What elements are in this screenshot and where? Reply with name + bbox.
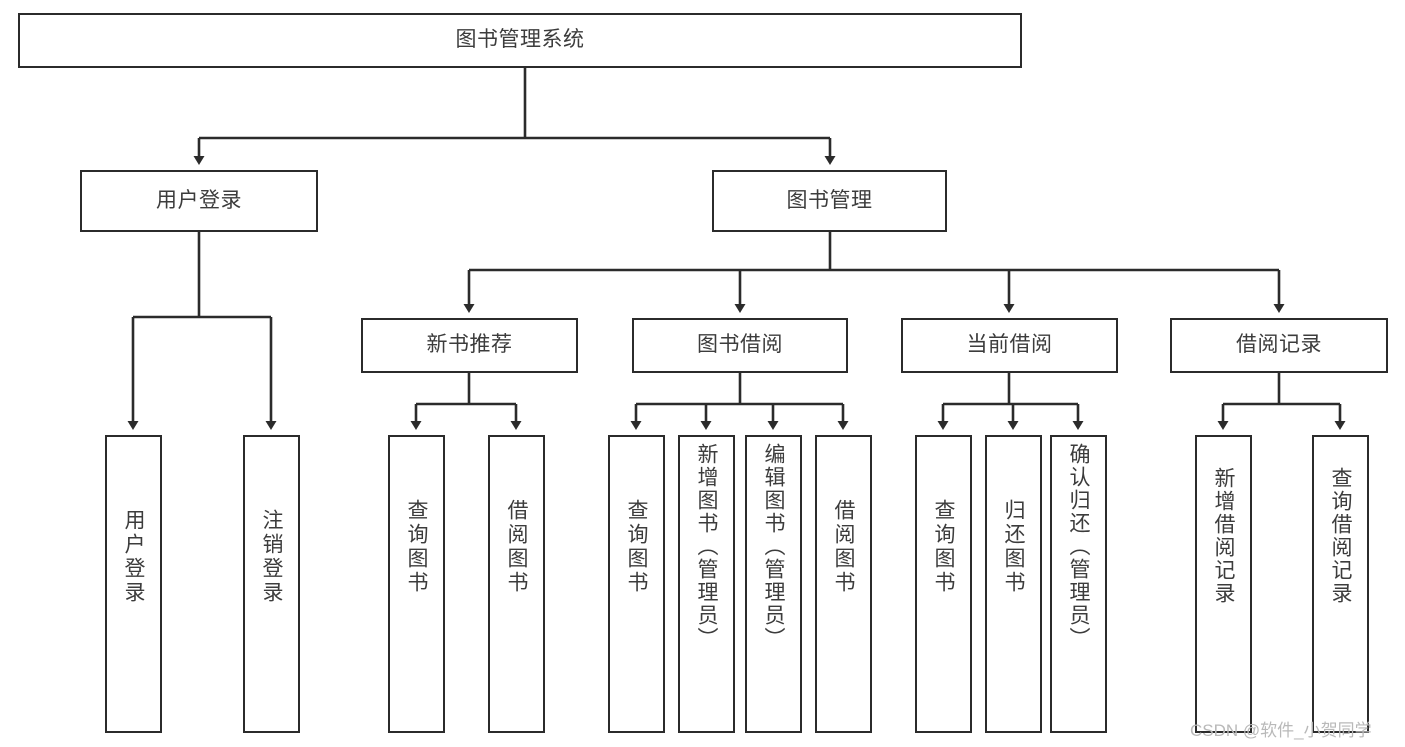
node-leaf-add-book[interactable]: 新增图书（管理员） xyxy=(678,435,735,733)
node-borrow-record[interactable]: 借阅记录 xyxy=(1170,318,1388,373)
node-book-manage[interactable]: 图书管理 xyxy=(712,170,947,232)
node-leaf-edit-book[interactable]: 编辑图书（管理员） xyxy=(745,435,802,733)
node-label: 借阅图书 xyxy=(832,499,855,595)
node-new-book-rec[interactable]: 新书推荐 xyxy=(361,318,578,373)
node-label: 图书借阅 xyxy=(697,333,783,357)
node-label: 借阅记录 xyxy=(1236,333,1322,357)
node-label: 用户登录 xyxy=(156,188,242,212)
node-user-login[interactable]: 用户登录 xyxy=(80,170,318,232)
node-label: 注销登录 xyxy=(260,509,283,605)
node-label: 新增图书（管理员） xyxy=(695,443,718,650)
node-label: 查询图书 xyxy=(625,499,648,595)
node-label: 确认归还（管理员） xyxy=(1067,443,1090,650)
node-label: 查询图书 xyxy=(932,499,955,595)
node-label: 新增借阅记录 xyxy=(1212,467,1235,605)
node-label: 查询借阅记录 xyxy=(1329,467,1352,605)
node-label: 新书推荐 xyxy=(426,333,513,357)
node-leaf-query-record[interactable]: 查询借阅记录 xyxy=(1312,435,1369,733)
node-label: 借阅图书 xyxy=(505,499,528,595)
node-leaf-add-record[interactable]: 新增借阅记录 xyxy=(1195,435,1252,733)
node-leaf-logout[interactable]: 注销登录 xyxy=(243,435,300,733)
node-leaf-borrow-book-1[interactable]: 借阅图书 xyxy=(488,435,545,733)
node-leaf-confirm-return[interactable]: 确认归还（管理员） xyxy=(1050,435,1107,733)
node-leaf-borrow-book-2[interactable]: 借阅图书 xyxy=(815,435,872,733)
node-label: 用户登录 xyxy=(122,509,145,605)
node-label: 图书管理 xyxy=(786,188,873,212)
node-book-borrow[interactable]: 图书借阅 xyxy=(632,318,848,373)
csdn-watermark: CSDN @软件_小贺同学 xyxy=(1190,721,1372,740)
node-label: 查询图书 xyxy=(405,499,428,595)
node-leaf-user-login[interactable]: 用户登录 xyxy=(105,435,162,733)
node-root-system[interactable]: 图书管理系统 xyxy=(18,13,1022,68)
node-label: 图书管理系统 xyxy=(455,28,585,52)
node-label: 编辑图书（管理员） xyxy=(762,443,785,650)
node-leaf-query-book-3[interactable]: 查询图书 xyxy=(915,435,972,733)
node-current-borrow[interactable]: 当前借阅 xyxy=(901,318,1118,373)
node-label: 归还图书 xyxy=(1002,499,1025,595)
node-leaf-query-book-1[interactable]: 查询图书 xyxy=(388,435,445,733)
node-leaf-return-book[interactable]: 归还图书 xyxy=(985,435,1042,733)
node-leaf-query-book-2[interactable]: 查询图书 xyxy=(608,435,665,733)
node-label: 当前借阅 xyxy=(966,333,1053,357)
